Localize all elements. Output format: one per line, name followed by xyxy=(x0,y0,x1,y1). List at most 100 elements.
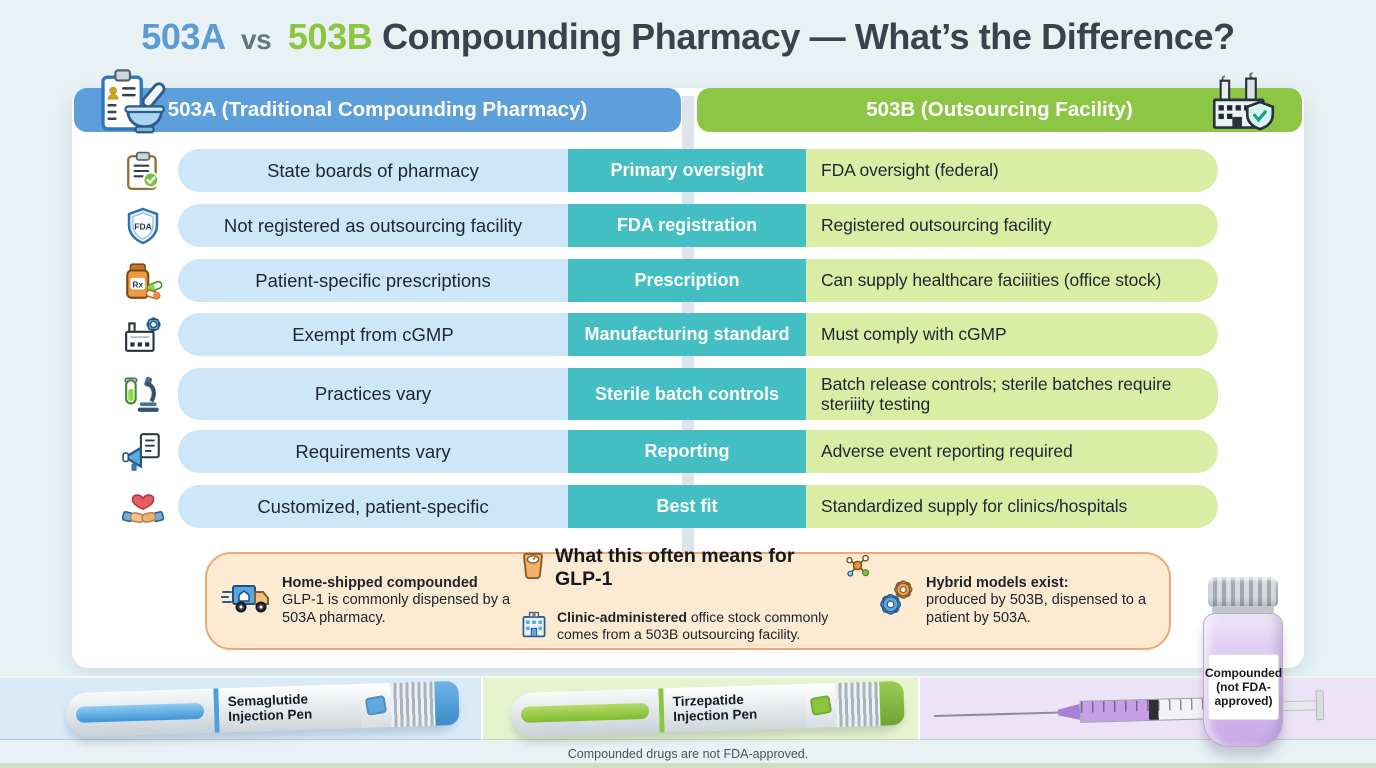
clipboard-mortar-icon xyxy=(94,68,166,143)
table-row: State boards of pharmacy Primary oversig… xyxy=(0,149,1376,192)
vial-cap xyxy=(1208,577,1278,607)
vial-label-line3: approved) xyxy=(1214,694,1273,709)
pen-cap xyxy=(65,688,215,738)
cell-503b: Standardized supply for clinics/hospital… xyxy=(806,485,1218,528)
row-category: Sterile batch controls xyxy=(568,368,806,420)
tirzepatide-pen: Tirzepatide Injection Pen xyxy=(510,680,905,738)
pen-stripe xyxy=(520,702,650,723)
molecule-icon xyxy=(844,552,871,585)
row-category: Manufacturing standard xyxy=(568,313,806,356)
vial-body: Compounded (not FDA- approved) xyxy=(1203,613,1283,747)
factory-shield-icon xyxy=(1210,70,1276,139)
cell-text: Can supply healthcare faciiities (office… xyxy=(821,270,1162,291)
pen-label-line2: Injection Pen xyxy=(227,706,313,725)
cell-text: Batch release controls; sterile batches … xyxy=(821,373,1172,414)
pen-dose-pane xyxy=(364,694,388,717)
category-text: Sterile batch controls xyxy=(594,383,780,404)
cell-text: Adverse event reporting required xyxy=(821,441,1073,462)
cell-text: Registered outsourcing facility xyxy=(821,215,1052,236)
factory-gear-icon xyxy=(118,313,168,356)
cell-503a: Requirements vary xyxy=(178,430,568,473)
cell-503b: FDA oversight (federal) xyxy=(806,149,1218,192)
clipboard-check-icon xyxy=(118,149,168,192)
medicine-bottle-icon: Rx xyxy=(118,259,168,302)
note-bold: Clinic-administered xyxy=(557,609,687,626)
pen-label-line2: Injection Pen xyxy=(672,706,758,725)
cell-503b: Can supply healthcare faciiities (office… xyxy=(806,259,1218,302)
syringe xyxy=(919,672,1376,749)
tirzepatide-panel: Tirzepatide Injection Pen xyxy=(481,676,918,740)
pen-body: Semaglutide Injection Pen xyxy=(218,683,362,733)
cell-text: Exempt from cGMP xyxy=(292,323,454,345)
title-vs: vs xyxy=(240,24,272,55)
note-title: What this often means for GLP-1 xyxy=(555,545,795,591)
note-item-hybrid: Hybrid models exist:produced by 503B, di… xyxy=(879,560,1155,641)
note-body: office stock commonly comes from a 503B … xyxy=(557,609,829,642)
bottom-accent-bar xyxy=(0,763,1376,768)
table-row: Exempt from cGMP Manufacturing standard … xyxy=(0,313,1376,356)
category-text: FDA registration xyxy=(616,215,758,235)
vial-neck xyxy=(1212,606,1274,614)
semaglutide-pen: Semaglutide Injection Pen xyxy=(65,680,460,738)
compounded-vial: Compounded (not FDA- approved) xyxy=(1203,577,1283,749)
header-503a: 503A (Traditional Compounding Pharmacy) xyxy=(74,88,681,132)
table-row: Requirements vary Reporting Adverse even… xyxy=(0,430,1376,473)
cell-503a: Customized, patient-specific xyxy=(178,485,568,528)
category-text: Prescription xyxy=(634,270,740,290)
clinic-building-icon xyxy=(519,609,549,644)
syringe-needle xyxy=(934,711,1061,718)
pen-dial xyxy=(835,681,881,727)
pen-dial xyxy=(390,681,436,727)
row-category: Reporting xyxy=(568,430,806,473)
row-category: Best fit xyxy=(568,485,806,528)
svg-text:Rx: Rx xyxy=(132,279,143,289)
pen-label: Semaglutide Injection Pen xyxy=(227,692,313,725)
note-text: Hybrid models exist:produced by 503B, di… xyxy=(926,575,1155,627)
row-category: Prescription xyxy=(568,259,806,302)
fda-shield-icon: FDA xyxy=(118,204,168,247)
handshake-heart-icon xyxy=(118,485,168,528)
pen-button xyxy=(434,680,460,726)
gears-icon xyxy=(879,579,917,622)
cell-503b: Registered outsourcing facility xyxy=(806,204,1218,247)
table-row: Practices vary Sterile batch controls Ba… xyxy=(0,368,1376,420)
cell-text: Patient-specific prescriptions xyxy=(255,269,491,291)
cell-text: Standardized supply for clinics/hospital… xyxy=(821,496,1128,517)
page-title: 503A vs 503B Compounding Pharmacy — What… xyxy=(0,16,1376,58)
syringe-hub xyxy=(1058,704,1080,721)
row-category: FDA registration xyxy=(568,204,806,247)
category-text: Manufacturing standard xyxy=(584,324,790,344)
row-category: Primary oversight xyxy=(568,149,806,192)
note-center: What this often means for GLP-1 xyxy=(519,545,871,657)
cell-503a: Patient-specific prescriptions xyxy=(178,259,568,302)
pen-stripe xyxy=(75,702,205,723)
header-503b: 503B (Outsourcing Facility) xyxy=(697,88,1302,132)
title-rest: Compounding Pharmacy — What’s the Differ… xyxy=(382,16,1235,57)
cell-503a: State boards of pharmacy xyxy=(178,149,568,192)
cell-503a: Exempt from cGMP xyxy=(178,313,568,356)
cell-text: Customized, patient-specific xyxy=(257,495,489,517)
megaphone-icon xyxy=(118,430,168,473)
table-row: Rx Patient-specific prescriptions Prescr… xyxy=(0,259,1376,302)
category-text: Best fit xyxy=(656,496,718,516)
note-text: Clinic-administered office stock commonl… xyxy=(557,609,871,643)
cell-503a: Not registered as outsourcing facility xyxy=(178,204,568,247)
pen-dose-pane xyxy=(809,694,833,717)
disclaimer-text: Compounded drugs are not FDA-approved. xyxy=(567,747,809,761)
semaglutide-panel: Semaglutide Injection Pen xyxy=(0,676,481,740)
pen-dose-window xyxy=(805,682,837,728)
syringe-plunger-end xyxy=(1315,690,1325,721)
pen-body: Tirzepatide Injection Pen xyxy=(663,683,807,733)
cell-503b: Adverse event reporting required xyxy=(806,430,1218,473)
cell-503b: Must comply with cGMP xyxy=(806,313,1218,356)
cell-text: FDA oversight (federal) xyxy=(821,160,999,181)
category-text: Reporting xyxy=(644,441,730,461)
pen-button xyxy=(879,680,905,726)
note-item-clinic: Clinic-administered office stock commonl… xyxy=(519,595,871,657)
microscope-icon xyxy=(118,368,168,420)
title-503a: 503A xyxy=(141,16,225,57)
title-503b: 503B xyxy=(287,16,373,57)
